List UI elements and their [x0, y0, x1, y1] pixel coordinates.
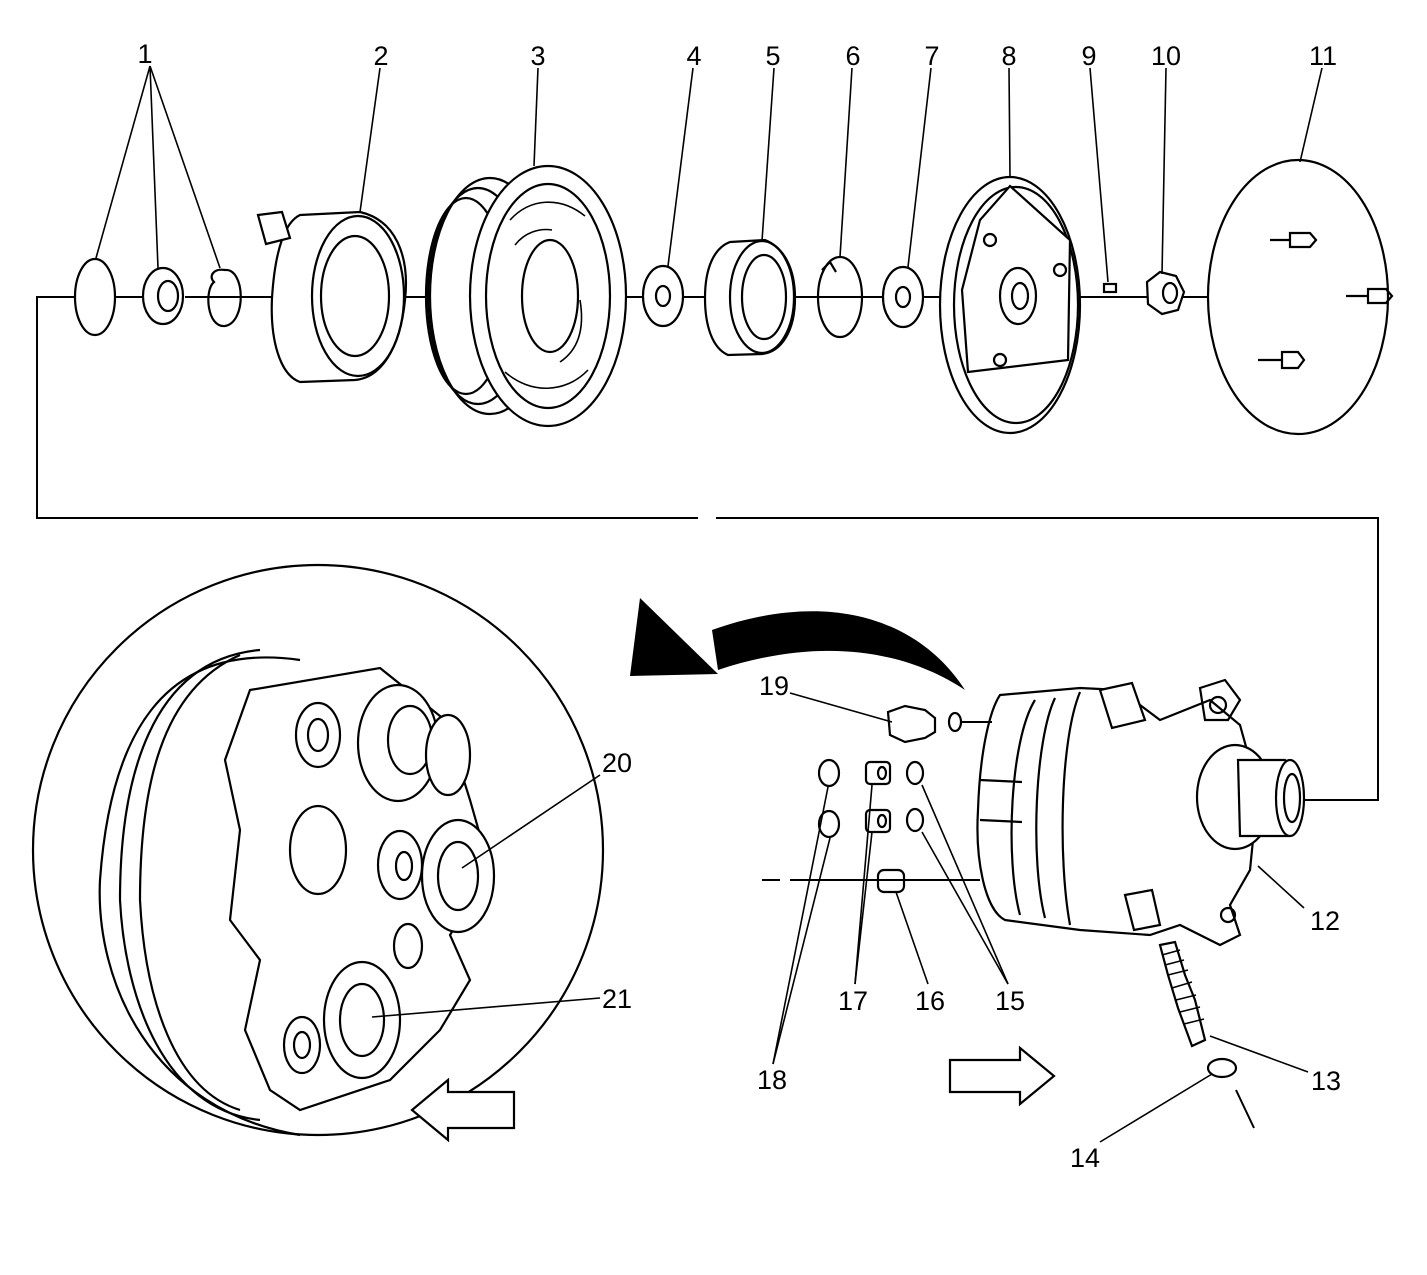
callout-1: 1	[137, 39, 152, 69]
callout-21: 21	[602, 984, 632, 1014]
detail-view-circle	[31, 563, 605, 1137]
callout-13: 13	[1311, 1066, 1341, 1096]
part-7-shim	[881, 265, 925, 329]
part-9-key	[1102, 282, 1118, 294]
left-arrow-icon	[410, 1077, 516, 1143]
callout-6: 6	[845, 41, 860, 71]
callout-16: 16	[915, 986, 945, 1016]
parts-15-19-fittings	[762, 704, 992, 894]
callout-4: 4	[686, 41, 701, 71]
part-5-bearing	[703, 238, 797, 357]
part-3-pulley	[424, 164, 628, 428]
callout-8: 8	[1001, 41, 1016, 71]
part-1-ring-seal-clip	[73, 257, 242, 337]
callout-2: 2	[373, 41, 388, 71]
callout-3: 3	[530, 41, 545, 71]
part-2-clutch-coil	[256, 210, 407, 384]
callout-7: 7	[924, 41, 939, 71]
callout-18: 18	[757, 1065, 787, 1095]
callout-14: 14	[1070, 1143, 1100, 1173]
callout-12: 12	[1310, 906, 1340, 936]
part-8-clutch-plate	[938, 175, 1082, 435]
part-11-cover	[1206, 158, 1394, 436]
parts-13-14-valve	[1158, 940, 1255, 1129]
part-12-compressor	[976, 678, 1306, 947]
curved-arrow-icon	[630, 598, 965, 690]
callout-17: 17	[838, 986, 868, 1016]
callout-labels: 1 2 3 4 5 6 7 8 9 10 11 12 13 14 15 16 1…	[137, 39, 1341, 1173]
callout-10: 10	[1151, 41, 1181, 71]
part-10-nut	[1145, 270, 1186, 316]
callout-15: 15	[995, 986, 1025, 1016]
leader-lines	[95, 65, 1323, 1143]
callout-19: 19	[759, 671, 789, 701]
callout-5: 5	[765, 41, 780, 71]
part-4-washer	[641, 264, 685, 328]
callout-9: 9	[1081, 41, 1096, 71]
callout-20: 20	[602, 748, 632, 778]
callout-11: 11	[1309, 41, 1337, 71]
right-arrow-icon	[948, 1045, 1056, 1107]
